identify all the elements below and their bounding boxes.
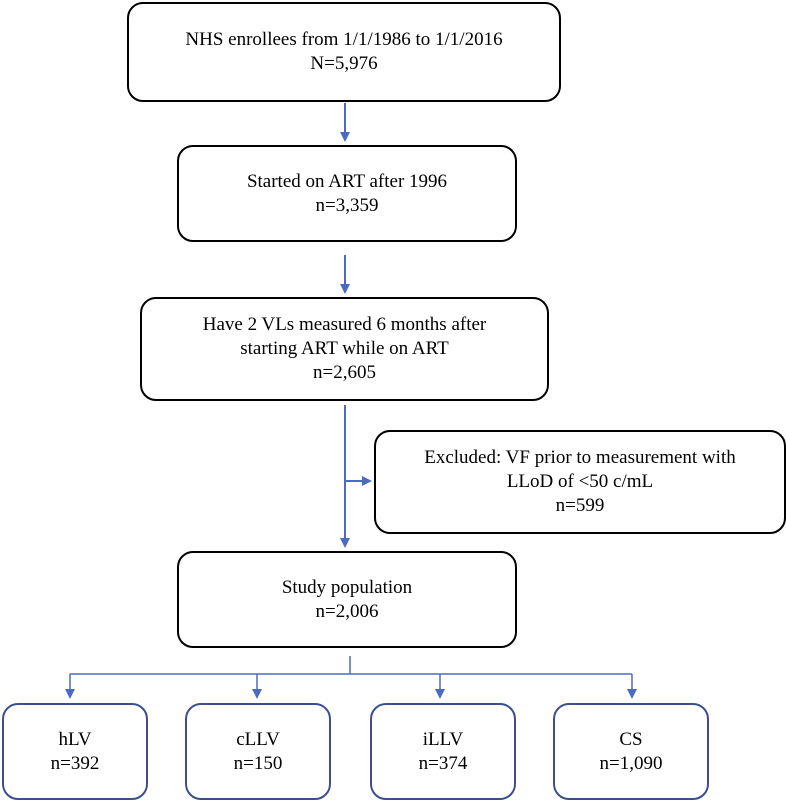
excluded-label-2: LLoD of <50 c/mL xyxy=(506,471,654,492)
box-started-art: Started on ART after 1996 n=3,359 xyxy=(177,145,517,242)
study-label: Study population xyxy=(281,576,413,598)
vls-label-1: Have 2 VLs measured 6 months after xyxy=(202,314,487,335)
enrollees-label: NHS enrollees from 1/1/1986 to 1/1/2016 xyxy=(185,29,503,50)
study-count: n=2,006 xyxy=(315,600,379,622)
illv-label: iLLV xyxy=(422,728,464,750)
box-cs: CS n=1,090 xyxy=(553,703,709,800)
excluded-label-1: Excluded: VF prior to measurement with xyxy=(424,447,736,468)
box-study-population: Study population n=2,006 xyxy=(177,551,517,648)
hlv-label: hLV xyxy=(58,728,92,750)
vls-count: n=2,605 xyxy=(313,362,376,383)
box-nhs-enrollees: NHS enrollees from 1/1/1986 to 1/1/2016 … xyxy=(127,2,561,102)
cllv-count: n=150 xyxy=(233,752,283,774)
cs-count: n=1,090 xyxy=(599,752,663,774)
box-hlv: hLV n=392 xyxy=(2,703,148,800)
cs-label: CS xyxy=(619,728,643,750)
art-count: n=3,359 xyxy=(315,194,379,216)
hlv-count: n=392 xyxy=(50,752,100,774)
box-excluded: Excluded: VF prior to measurement with L… xyxy=(374,430,786,534)
illv-count: n=374 xyxy=(418,752,468,774)
box-illv: iLLV n=374 xyxy=(370,703,516,800)
art-label: Started on ART after 1996 xyxy=(246,170,448,192)
excluded-count: n=599 xyxy=(555,495,605,516)
box-cllv: cLLV n=150 xyxy=(185,703,331,800)
enrollees-count: N=5,976 xyxy=(310,53,378,74)
cllv-label: cLLV xyxy=(236,728,280,750)
vls-label-2: starting ART while on ART xyxy=(240,338,449,359)
box-two-vls: Have 2 VLs measured 6 months after start… xyxy=(140,297,549,401)
